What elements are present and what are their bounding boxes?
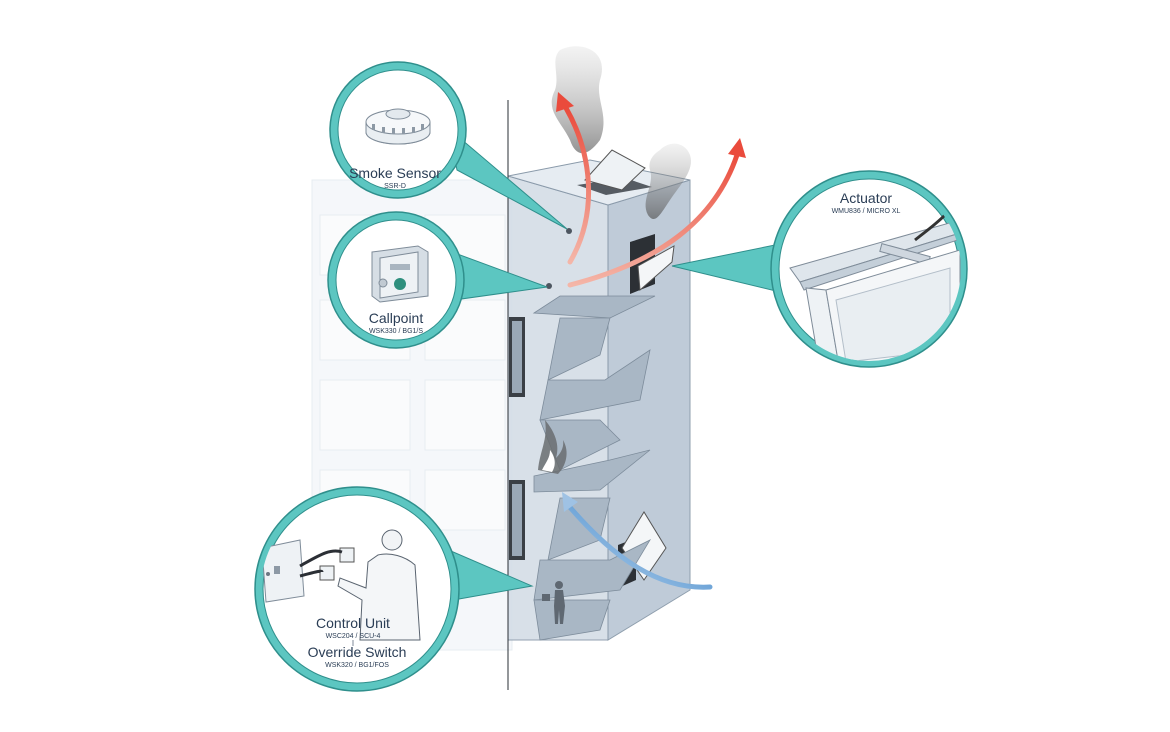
control-unit-icon — [261, 529, 421, 641]
callpoint-marker — [546, 283, 552, 289]
exhaust-arrow-left — [556, 92, 592, 265]
actuator-model: WMU836 / MICRO XL — [832, 208, 901, 215]
exhaust-arrow-right — [567, 138, 746, 288]
smoke-sensor-icon — [365, 108, 431, 145]
control-unit-title: Control Unit — [316, 615, 390, 631]
actuator-title: Actuator — [840, 190, 892, 206]
fire-icon — [538, 420, 567, 474]
actuator-callout: Actuator WMU836 / MICRO XL — [770, 170, 968, 368]
smoke-sensor-model: SSR-D — [384, 183, 406, 190]
callpoint-icon — [371, 245, 429, 303]
person-icon — [542, 581, 565, 624]
callpoint-callout: Callpoint WSK330 / BG1/S — [327, 211, 465, 349]
smoke-icon — [551, 46, 691, 220]
callpoint-title: Callpoint — [369, 310, 424, 326]
actuator-icon — [789, 213, 961, 361]
callpoint-model: WSK330 / BG1/S — [369, 328, 423, 335]
smoke-sensor-title: Smoke Sensor — [349, 165, 441, 181]
sensor-marker — [566, 228, 572, 234]
override-switch-title: Override Switch — [308, 644, 407, 660]
control-unit-model: WSC204 / SCU-4 — [326, 633, 381, 640]
smoke-sensor-callout: Smoke Sensor SSR-D — [329, 61, 467, 199]
supply-air-arrow — [562, 492, 713, 590]
override-switch-model: WSK320 / BG1/FOS — [325, 662, 389, 669]
control-unit-callout: Control Unit WSC204 / SCU-4 Override Swi… — [254, 486, 460, 692]
